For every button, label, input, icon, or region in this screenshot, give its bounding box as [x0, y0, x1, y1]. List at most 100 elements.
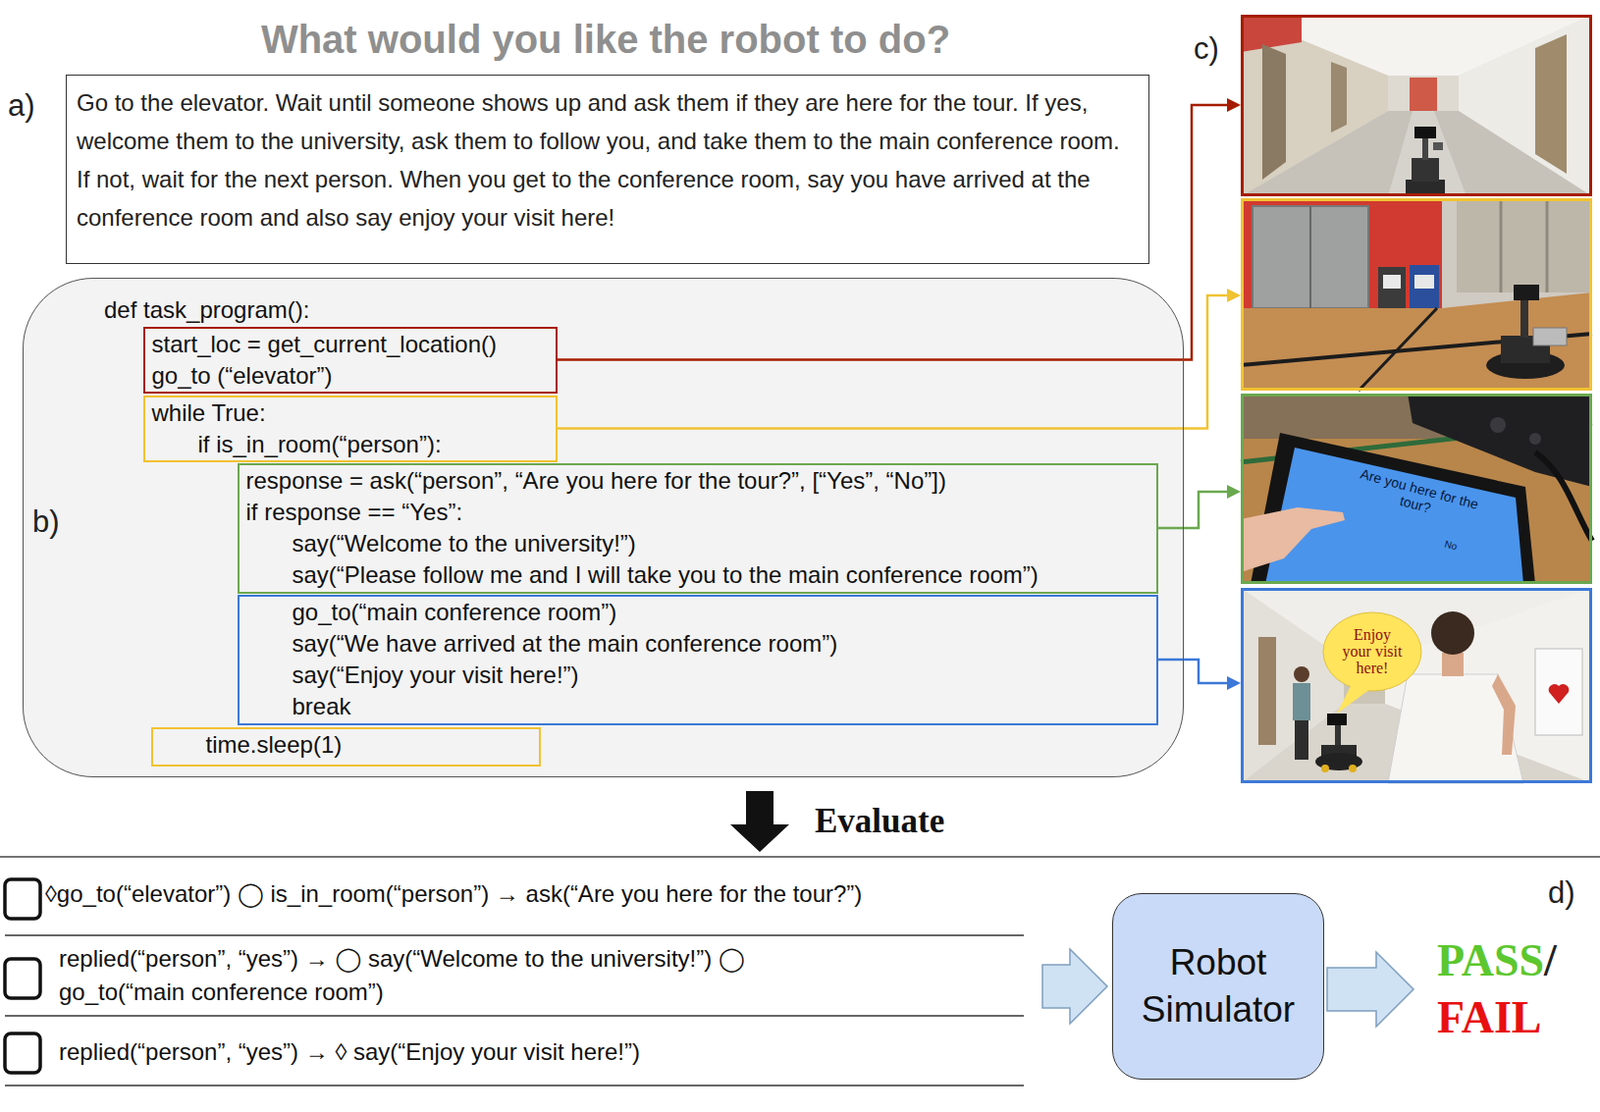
tour-arrival-photo-part	[1258, 637, 1277, 746]
panel-label: d)	[1547, 873, 1576, 913]
connector	[1327, 952, 1414, 1027]
photo-frame	[1240, 198, 1593, 391]
hallway-photo-part	[1387, 110, 1467, 197]
edge-label: Evaluate	[814, 800, 945, 843]
code-line: go_to (“elevator”)	[145, 360, 548, 392]
code-line: start_loc = get_current_location()	[145, 328, 548, 361]
code-line: time.sleep(1)	[153, 729, 532, 761]
elevator-photo-part	[1533, 327, 1567, 346]
tour-arrival-photo-part	[1387, 674, 1524, 784]
code-line: say(“We have arrived at the main confere…	[239, 628, 1149, 660]
code-block: time.sleep(1)	[151, 727, 541, 767]
spec-row: replied(“person”, “yes”) → ◊ say(“Enjoy …	[58, 1035, 1021, 1071]
elevator-photo-part	[1240, 198, 1442, 309]
block-arrow	[730, 791, 790, 853]
diagram-title: What would you like the robot to do?	[0, 15, 1212, 63]
code-line: say(“Welcome to the university!”)	[239, 528, 1149, 560]
hallway-photo-part	[1262, 44, 1286, 180]
speech-bubble-text: Enjoy your visit here!	[1338, 626, 1406, 677]
tour-arrival-photo-part	[1323, 612, 1422, 692]
spec-text: replied(“person”, “yes”) → ◯ say(“Welcom…	[58, 942, 850, 1010]
tour-arrival-photo-part	[1431, 611, 1475, 655]
section-divider	[0, 855, 1600, 858]
hallway-photo-part	[1387, 75, 1459, 111]
photo-frame: Are you here for the tour? No	[1240, 393, 1593, 585]
screen-text: Are you here for the tour?	[1354, 465, 1481, 528]
task-text: Go to the elevator. Wait until someone s…	[76, 83, 1139, 237]
hallway-photo-part	[1414, 126, 1437, 139]
tour-arrival-photo	[1240, 587, 1593, 784]
checkbox	[4, 879, 41, 919]
block-arrow	[1042, 949, 1108, 1024]
touchscreen-photo-part	[1490, 417, 1506, 433]
connector	[557, 288, 1242, 429]
tour-arrival-photo-part	[1441, 652, 1464, 677]
elevator-photo-part	[1358, 308, 1438, 391]
hallway-photo-part	[1240, 110, 1593, 197]
elevator-photo-part	[1520, 294, 1529, 338]
simulator-label: Robot Simulator	[1122, 939, 1314, 1034]
spec-text: replied(“person”, “yes”) → ◊ say(“Enjoy …	[58, 1035, 1021, 1069]
elevator-photo-part	[1513, 284, 1540, 301]
hallway-photo-part	[1240, 14, 1593, 197]
row-rule	[4, 1084, 1024, 1087]
code-line: response = ask(“person”, “Are you here f…	[239, 465, 1149, 497]
panel-label: a)	[7, 86, 36, 126]
checkbox	[4, 959, 41, 999]
tour-arrival-photo-part	[1348, 764, 1357, 773]
code-panel-fill	[22, 277, 1184, 778]
result-line: PASS/	[1437, 932, 1595, 990]
elevator-photo-part	[1252, 206, 1369, 309]
pass-text: PASS	[1437, 935, 1545, 986]
connector-line	[1158, 659, 1230, 684]
code-line: if is_in_room(“person”):	[145, 428, 548, 461]
hallway-photo-part	[1535, 34, 1567, 174]
code-block: while True:if is_in_room(“person”):	[143, 395, 558, 463]
elevator-photo-part	[1309, 206, 1312, 309]
panel-label: c)	[1193, 29, 1220, 69]
photo-frame: Enjoy your visit here!	[1240, 587, 1593, 784]
row-rule	[4, 934, 1024, 937]
result-block: PASS/FAIL	[1437, 932, 1595, 1047]
elevator-photo	[1240, 198, 1593, 391]
connector-line	[557, 295, 1230, 429]
screen-button-text: No	[1435, 535, 1467, 555]
arrowhead	[1226, 484, 1241, 499]
tour-arrival-photo-part	[1492, 674, 1516, 755]
tour-arrival-photo-part	[1535, 648, 1583, 736]
tour-arrival-photo-part	[1293, 666, 1310, 683]
connector	[1158, 484, 1242, 529]
block-arrow	[1327, 952, 1414, 1027]
code-line: def task_program():	[104, 294, 310, 326]
hallway-photo-part	[1240, 14, 1302, 53]
connector	[1158, 659, 1242, 691]
photo-frame	[1240, 14, 1593, 197]
elevator-photo-part	[1499, 198, 1503, 293]
code-line: break	[239, 691, 1149, 723]
hallway-photo-part	[1331, 61, 1347, 133]
tour-arrival-photo-part	[1327, 713, 1347, 726]
simulator-box: Robot Simulator	[1112, 893, 1325, 1080]
elevator-photo-part	[1240, 292, 1593, 391]
elevator-photo-part	[1378, 266, 1406, 309]
tour-arrival-photo-part	[1336, 686, 1371, 714]
tour-arrival-photo-part	[1240, 587, 1593, 784]
code-block: response = ask(“person”, “Are you here f…	[237, 463, 1159, 594]
touchscreen-photo-part	[1529, 432, 1542, 445]
checklist-band: ◊go_to(“elevator”) ◯ is_in_room(“person”…	[0, 859, 1040, 1088]
row-rule	[4, 1014, 1024, 1017]
code-block: go_to(“main conference room”)say(“We hav…	[237, 594, 1159, 726]
tour-arrival-photo-part	[1548, 684, 1570, 704]
elevator-photo-part	[1383, 274, 1401, 289]
hallway-photo	[1240, 14, 1593, 197]
connector	[730, 791, 790, 853]
code-line: say(“Enjoy your visit here!”)	[239, 659, 1149, 692]
code-line: while True:	[145, 397, 548, 429]
slash-text: /	[1544, 935, 1557, 986]
touchscreen-photo	[1240, 393, 1593, 585]
code-line: go_to(“main conference room”)	[239, 596, 1149, 629]
hallway-photo-part	[1409, 77, 1438, 111]
code-line: say(“Please follow me and I will take yo…	[239, 559, 1149, 591]
spec-row: ◊go_to(“elevator”) ◯ is_in_room(“person”…	[45, 877, 1022, 913]
